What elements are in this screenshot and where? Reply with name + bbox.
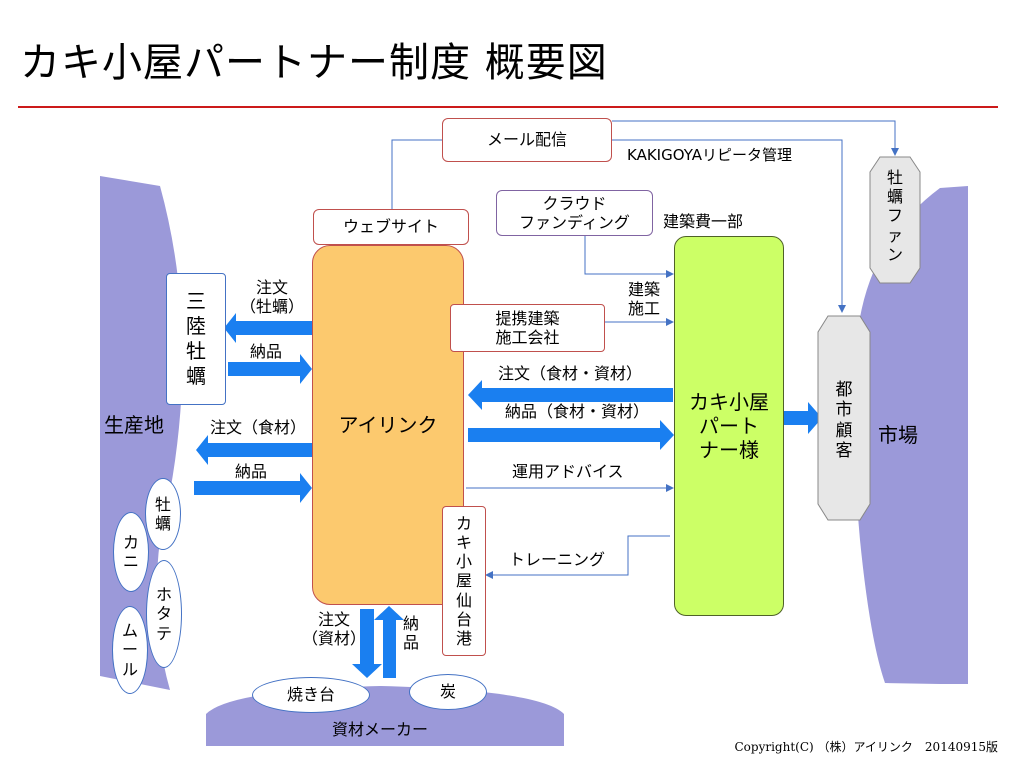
sanriku-box: 三 陸 牡 蠣 bbox=[166, 273, 226, 405]
chumon-kaki-label: 注文 （牡蠣） bbox=[239, 278, 304, 317]
arrow-chumon-shizai bbox=[352, 609, 382, 678]
chumon-shokuzai-label: 注文（食材） bbox=[210, 418, 307, 437]
partner-box: カキ小屋 パート ナー様 bbox=[674, 236, 784, 616]
toshi-label: 都 市 顧 客 bbox=[835, 380, 853, 462]
yakidai-label: 焼き台 bbox=[286, 685, 335, 705]
teikei-box: 提携建築 施工会社 bbox=[450, 304, 605, 352]
line-mail-fan bbox=[612, 120, 899, 156]
chumon-shokuzai-shizai-label: 注文（食材・資材） bbox=[498, 364, 643, 383]
page-title: カキ小屋パートナー制度 概要図 bbox=[20, 40, 608, 86]
nohin-2-label: 納品 bbox=[235, 462, 268, 481]
oyster-oval: 牡 蠣 bbox=[145, 478, 181, 550]
shizai-maker-label: 資材メーカー bbox=[332, 720, 429, 739]
airink-label: アイリンク bbox=[338, 413, 438, 437]
line-training bbox=[485, 535, 670, 579]
market-region bbox=[854, 186, 968, 684]
crowdfunding-label: クラウド ファンディング bbox=[519, 193, 630, 232]
arrow-chumon-shokuzai-shizai bbox=[468, 380, 673, 410]
kani-oval: カ ニ bbox=[113, 512, 149, 592]
kaki-fan-label: 牡 蠣 フ ァ ン bbox=[886, 168, 903, 264]
training-label: トレーニング bbox=[509, 550, 606, 569]
crowdfunding-box: クラウド ファンディング bbox=[496, 190, 653, 236]
kenchiku-seko-label: 建築 施工 bbox=[628, 280, 661, 319]
mail-box: メール配信 bbox=[442, 118, 612, 162]
copyright-footer: Copyright(C) （株）アイリンク 20140915版 bbox=[734, 740, 998, 754]
teikei-label: 提携建築 施工会社 bbox=[495, 308, 560, 347]
airink-box: アイリンク bbox=[312, 245, 464, 605]
kakigoya-repeater-label: KAKIGOYAリピータ管理 bbox=[627, 146, 792, 164]
arrow-nohin-shokuzai-shizai bbox=[468, 420, 674, 450]
construction-cost-label: 建築費一部 bbox=[663, 212, 744, 231]
unyo-label: 運用アドバイス bbox=[512, 462, 624, 481]
nohin-1-label: 納品 bbox=[250, 342, 283, 361]
arrow-nohin-up bbox=[374, 606, 404, 678]
sanriku-label: 三 陸 牡 蠣 bbox=[186, 289, 206, 388]
shijo-label: 市場 bbox=[878, 423, 918, 447]
hotate-oval: ホ タ テ bbox=[146, 560, 182, 668]
website-label: ウェブサイト bbox=[342, 217, 439, 237]
mule-oval: ム ー ル bbox=[112, 606, 148, 694]
chumon-shizai-label: 注文 （資材） bbox=[302, 610, 367, 649]
website-box: ウェブサイト bbox=[313, 209, 469, 245]
arrow-nohin-2 bbox=[194, 473, 312, 503]
nohin-shokuzai-shizai-label: 納品（食材・資材） bbox=[505, 402, 650, 421]
mail-label: メール配信 bbox=[486, 130, 567, 150]
kani-label: カ ニ bbox=[122, 532, 139, 571]
line-mail-toshi bbox=[612, 139, 846, 313]
kaki-fan-shape bbox=[869, 156, 921, 284]
arrow-partner-toshi bbox=[784, 402, 822, 434]
partner-label: カキ小屋 パート ナー様 bbox=[689, 390, 769, 462]
sumi-oval: 炭 bbox=[409, 674, 487, 710]
arrow-chumon-shokuzai bbox=[196, 435, 312, 465]
title-underline bbox=[18, 106, 998, 108]
sumi-label: 炭 bbox=[439, 682, 456, 702]
oyster-label: 牡 蠣 bbox=[154, 494, 171, 533]
sendai-box: カ キ 小 屋 仙 台 港 bbox=[442, 506, 486, 656]
toshi-shape bbox=[817, 315, 871, 521]
seisanchi-label: 生産地 bbox=[104, 413, 164, 437]
nohin-v-label: 納 品 bbox=[403, 614, 420, 653]
arrow-nohin-1 bbox=[228, 354, 312, 384]
line-crowdfunding bbox=[584, 236, 674, 278]
line-website-mail bbox=[391, 139, 442, 209]
yakidai-oval: 焼き台 bbox=[252, 677, 370, 713]
sendai-label: カ キ 小 屋 仙 台 港 bbox=[455, 513, 472, 648]
mule-label: ム ー ル bbox=[121, 621, 138, 679]
arrow-chumon-kaki bbox=[224, 313, 312, 343]
hotate-label: ホ タ テ bbox=[155, 585, 172, 643]
